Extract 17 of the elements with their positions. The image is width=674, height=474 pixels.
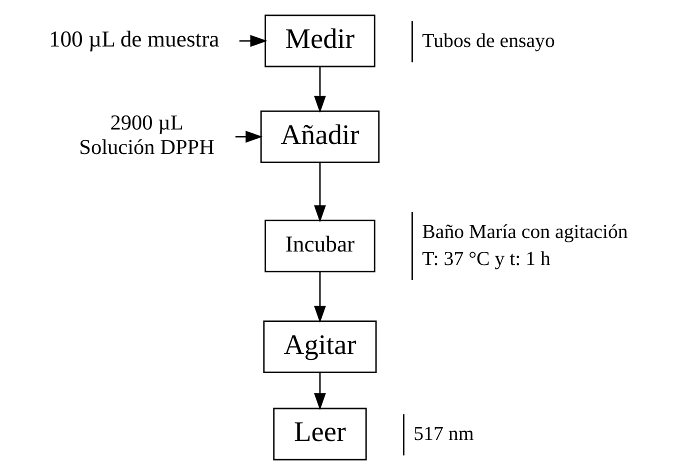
node-box: Incubar (264, 219, 376, 272)
node-label: T: 37 °C y t: 1 h (422, 247, 550, 270)
arrow (314, 66, 326, 112)
arrow (235, 130, 263, 142)
arrow (314, 372, 326, 410)
node-text: 2900 µL Solución DPPH (79, 110, 214, 158)
node-box: Añadir (260, 110, 380, 162)
node-text: 100 µL de muestra (48, 26, 220, 51)
node-box: Leer (273, 407, 367, 460)
arrow (314, 271, 326, 322)
node-label: Tubos de ensayo (422, 29, 555, 52)
arrow (239, 34, 268, 46)
node-box: Medir (264, 14, 376, 67)
node-box: Agitar (263, 320, 377, 373)
node-label: Baño María con agitación (422, 220, 628, 242)
arrow (314, 162, 326, 222)
node-label: 517 nm (414, 422, 474, 445)
